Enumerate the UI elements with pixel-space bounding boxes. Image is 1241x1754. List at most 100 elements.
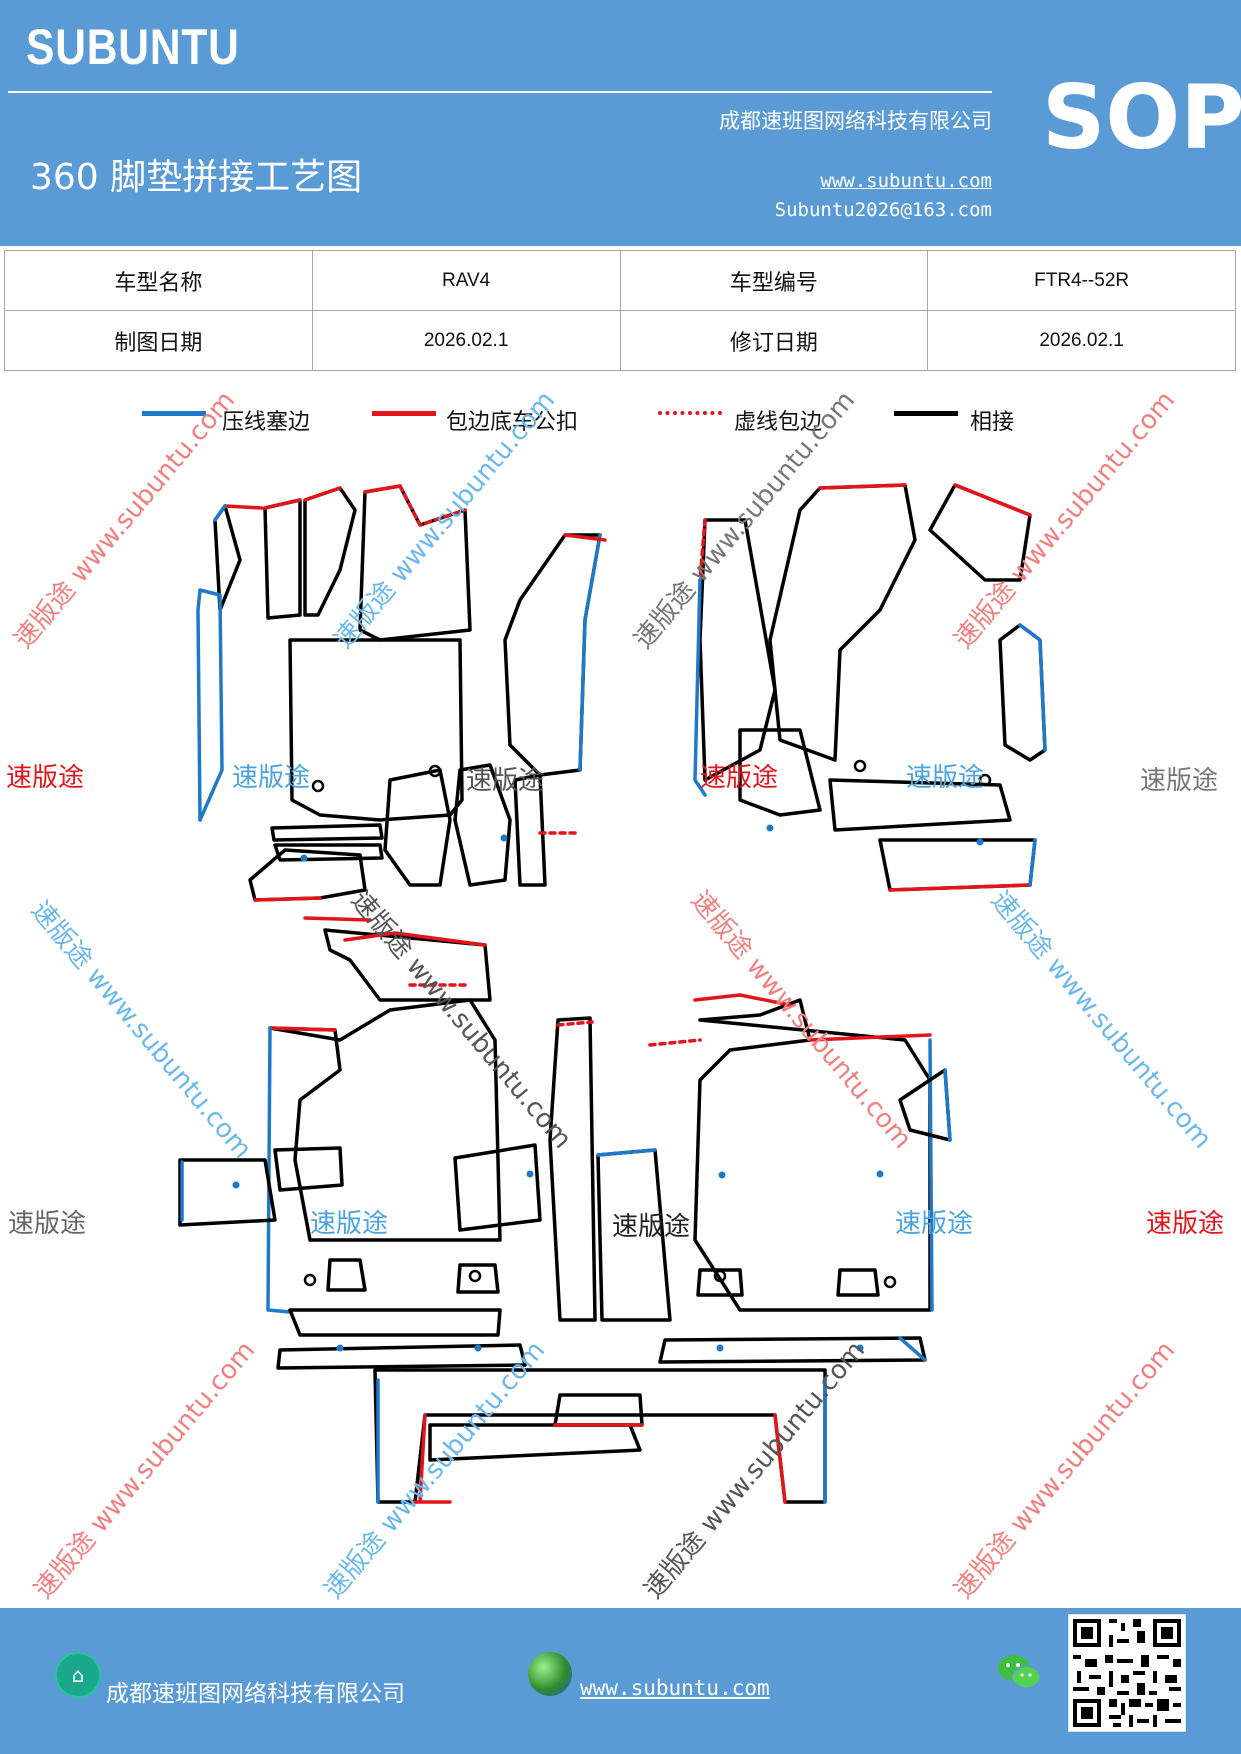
table-row: 车型名称 RAV4 车型编号 FTR4--52R bbox=[4, 250, 1236, 311]
footer-company-name: 成都速班图网络科技有限公司 bbox=[106, 1681, 405, 1707]
mat-outline bbox=[358, 484, 472, 642]
mat-outline bbox=[456, 1263, 500, 1294]
draw-date-value: 2026.02.1 bbox=[311, 310, 621, 371]
mat-outline bbox=[768, 483, 917, 762]
mat-edge-red-dashed bbox=[556, 1020, 594, 1027]
sop-badge: SOP bbox=[1042, 66, 1241, 169]
mat-outline bbox=[273, 1146, 344, 1192]
mat-outline bbox=[696, 1268, 744, 1297]
mat-outline bbox=[503, 533, 602, 777]
mat-outline bbox=[548, 1016, 597, 1322]
watermark: 速版途 bbox=[906, 763, 985, 793]
legend-label: 相接 bbox=[970, 410, 1015, 435]
mat-outline bbox=[998, 623, 1047, 762]
mat-outline bbox=[268, 998, 502, 1242]
legend-swatch-black bbox=[894, 411, 958, 416]
table-row: 制图日期 2026.02.1 修订日期 2026.02.1 bbox=[4, 310, 1236, 371]
model-code-value: FTR4--52R bbox=[927, 250, 1236, 311]
mat-edge-red bbox=[253, 896, 372, 922]
mat-edge-red-dashed bbox=[698, 518, 707, 582]
watermark: 速版途 bbox=[8, 1209, 87, 1239]
brand-logo: SUBUNTU bbox=[26, 19, 240, 75]
home-icon: ⌂ bbox=[55, 1652, 101, 1698]
model-code-label: 车型编号 bbox=[619, 250, 929, 311]
mat-edge-blue bbox=[578, 533, 602, 772]
mat-edge-red-dashed bbox=[398, 484, 467, 527]
mat-outline bbox=[276, 1343, 527, 1370]
mat-outline bbox=[326, 1258, 367, 1292]
mat-edge-blue bbox=[196, 504, 227, 822]
revise-date-value: 2026.02.1 bbox=[927, 310, 1236, 371]
mat-edge-blue bbox=[898, 1336, 927, 1362]
revise-date-label: 修订日期 bbox=[619, 310, 929, 371]
mat-edge-red bbox=[268, 1026, 337, 1032]
document-title: 360 脚垫拼接工艺图 bbox=[30, 157, 363, 198]
mat-edge-red bbox=[343, 931, 487, 947]
header-website-link[interactable]: www.subuntu.com bbox=[820, 170, 992, 192]
model-name-value: RAV4 bbox=[311, 250, 621, 311]
mat-outline bbox=[288, 1308, 502, 1337]
mat-outline bbox=[178, 1158, 277, 1227]
mat-edge-red bbox=[693, 993, 932, 1042]
header-divider bbox=[8, 91, 992, 93]
mat-edge-red bbox=[953, 483, 1032, 517]
mat-outline bbox=[270, 823, 384, 842]
mat-outline bbox=[658, 1336, 927, 1364]
legend-label: 压线塞边 bbox=[222, 410, 311, 435]
mat-edge-blue bbox=[1018, 623, 1047, 752]
globe-icon bbox=[528, 1652, 572, 1696]
vehicle-info-table: 车型名称 RAV4 车型编号 FTR4--52R 制图日期 2026.02.1 … bbox=[4, 250, 1236, 371]
legend-label: 包边底车公扣 bbox=[446, 410, 579, 435]
mat-outline bbox=[303, 486, 357, 617]
legend-swatch-red-dashed bbox=[658, 411, 722, 415]
watermark: 速版途 bbox=[232, 763, 311, 793]
fastener-markers bbox=[232, 759, 992, 1352]
wechat-icon[interactable] bbox=[996, 1652, 1042, 1692]
mat-outline bbox=[453, 1143, 542, 1232]
qr-code bbox=[1068, 1614, 1186, 1732]
watermark: 速版途 bbox=[1140, 766, 1219, 796]
mat-edge-red bbox=[413, 1413, 787, 1504]
line-legend: 压线塞边 包边底车公扣 虚线包边 相接 bbox=[0, 404, 1241, 435]
footer-banner: ⌂ 成都速班图网络科技有限公司 www.subuntu.com bbox=[0, 1608, 1241, 1754]
watermark: 速版途 bbox=[612, 1212, 691, 1242]
mat-edge-red bbox=[818, 483, 907, 490]
draw-date-label: 制图日期 bbox=[4, 310, 313, 371]
watermark: 速版途 bbox=[6, 763, 85, 793]
mat-outline bbox=[693, 998, 932, 1312]
watermark: 速版途 bbox=[1146, 1209, 1225, 1239]
watermark: 速版途 bbox=[310, 1209, 389, 1239]
watermark: 速版途 bbox=[700, 763, 779, 793]
mat-edge-blue bbox=[376, 1378, 827, 1504]
mat-outline bbox=[828, 778, 1012, 832]
legend-swatch-red bbox=[372, 411, 436, 416]
floor-mat-splice-diagram bbox=[178, 483, 1047, 1504]
legend-label: 虚线包边 bbox=[734, 410, 823, 435]
mat-outline bbox=[513, 773, 547, 887]
header-banner: SUBUNTU 360 脚垫拼接工艺图 成都速班图网络科技有限公司 www.su… bbox=[0, 0, 1241, 246]
watermark: 速版途 bbox=[466, 766, 545, 796]
mat-edge-red-dashed bbox=[648, 1038, 702, 1047]
mat-edge-blue bbox=[943, 1068, 952, 1142]
header-company-name: 成都速班图网络科技有限公司 bbox=[719, 109, 992, 133]
footer-website-link[interactable]: www.subuntu.com bbox=[580, 1676, 770, 1700]
mat-edge-red bbox=[888, 883, 1032, 892]
mat-outline bbox=[263, 498, 302, 620]
mat-outline bbox=[553, 1393, 644, 1427]
mat-edge-blue bbox=[928, 1038, 934, 1312]
mat-edge-red bbox=[223, 484, 402, 510]
model-name-label: 车型名称 bbox=[4, 250, 313, 311]
mat-edge-blue bbox=[596, 1148, 657, 1157]
mat-edge-blue bbox=[266, 1026, 292, 1314]
mat-edge-blue bbox=[693, 578, 707, 797]
mat-outline bbox=[836, 1268, 880, 1297]
mat-edge-red bbox=[563, 533, 607, 542]
legend-swatch-blue bbox=[142, 411, 206, 416]
mat-edge-blue bbox=[1028, 838, 1037, 887]
mat-outline bbox=[453, 763, 512, 887]
mat-outline bbox=[383, 768, 452, 887]
header-email[interactable]: Subuntu2026@163.com bbox=[774, 199, 992, 221]
mat-outline bbox=[738, 728, 822, 817]
watermark: 速版途 bbox=[895, 1209, 974, 1239]
mat-outline bbox=[288, 638, 464, 822]
